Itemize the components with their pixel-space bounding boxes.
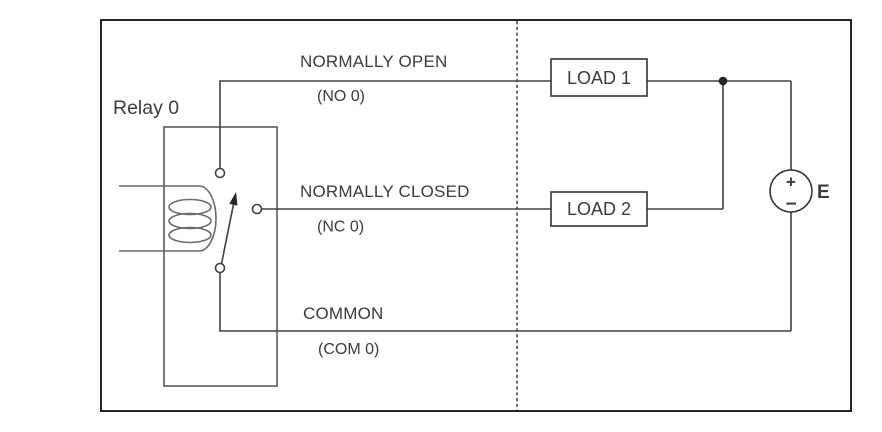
- nc-terminal-name: NORMALLY CLOSED: [300, 182, 470, 201]
- load1-label: LOAD 1: [567, 68, 631, 88]
- relay: [119, 126, 278, 387]
- coil-turn: [168, 226, 212, 244]
- switch-arm: [220, 204, 235, 264]
- common-terminal-code: (COM 0): [318, 341, 379, 358]
- no-wire: [219, 80, 551, 169]
- relay-switch-icon: [214, 167, 263, 274]
- load2-box: [550, 191, 648, 227]
- nc-contact-terminal: [251, 203, 263, 215]
- coil-turn: [168, 198, 212, 216]
- relay-label: Relay 0: [113, 97, 179, 119]
- load1: LOAD 1: [550, 58, 648, 97]
- coil-turn: [168, 212, 212, 230]
- common-pole-terminal: [214, 262, 226, 274]
- junction-dot: [718, 76, 728, 86]
- voltage-source-icon: [769, 169, 813, 213]
- no-terminal-name: NORMALLY OPEN: [300, 52, 447, 71]
- outer-border: [100, 19, 852, 412]
- switch-arm-arrowhead-icon: [229, 192, 238, 206]
- plus-sign: +: [786, 173, 796, 192]
- no-terminal-code: (NO 0): [317, 88, 365, 105]
- load2: LOAD 2: [550, 191, 648, 227]
- no-contact-terminal: [214, 167, 226, 179]
- source-label: E: [817, 182, 830, 203]
- load1-box: [550, 58, 648, 97]
- nc-terminal-code: (NC 0): [317, 219, 364, 236]
- voltage-source: + − E: [769, 169, 830, 215]
- load2-label: LOAD 2: [567, 199, 631, 219]
- wiring: [219, 76, 792, 332]
- common-terminal-name: COMMON: [303, 304, 384, 323]
- minus-sign: −: [785, 194, 796, 215]
- relay-coil-icon: [119, 185, 217, 252]
- common-wire: [219, 272, 791, 332]
- coil-outer-arc: [198, 185, 217, 252]
